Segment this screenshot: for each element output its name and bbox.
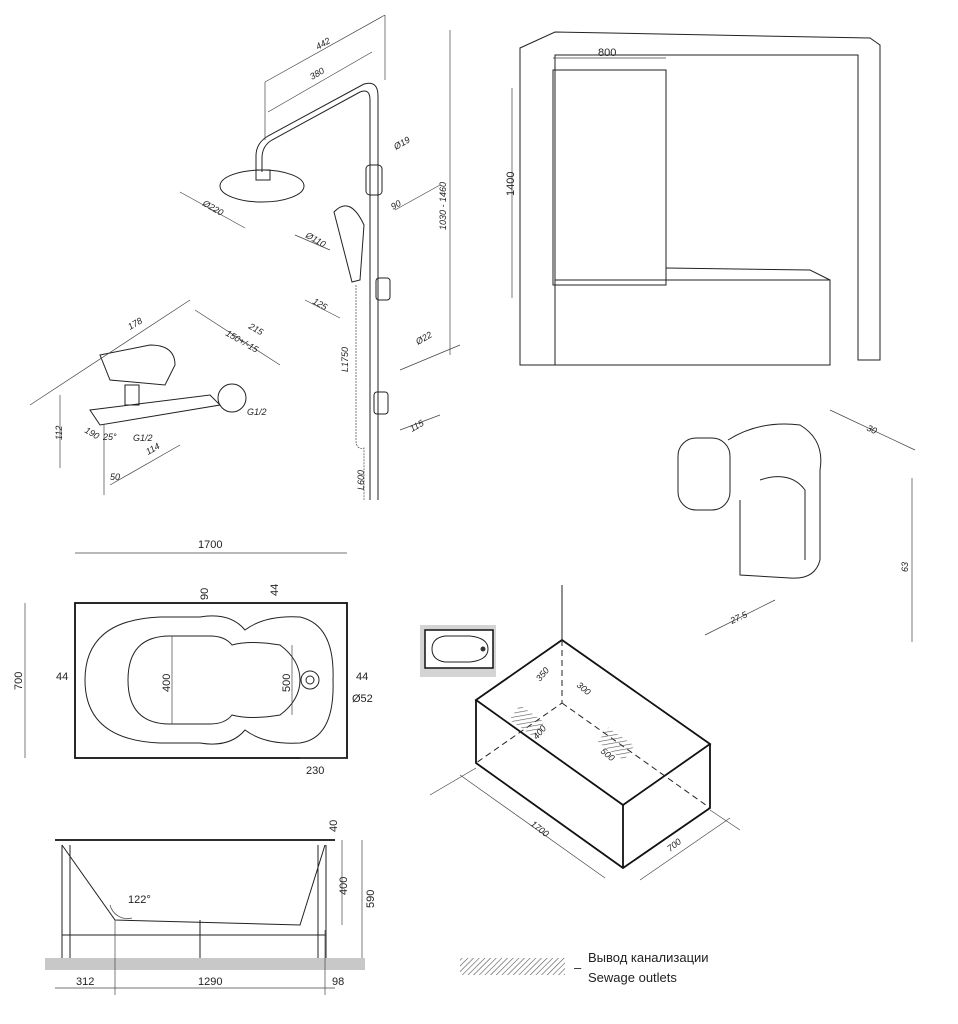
installation-iso-view: 350 300 400 500 1700 700	[420, 585, 741, 881]
dim-side-98: 98	[332, 976, 344, 988]
legend-label-en: Sewage outlets	[588, 970, 677, 985]
dim-380: 380	[308, 66, 326, 82]
dim-side-312: 312	[76, 976, 94, 988]
dim-side-1290: 1290	[198, 976, 222, 988]
dim-angle: 25°	[102, 432, 117, 442]
dim-90: 90	[389, 198, 403, 212]
dim-headrest-offset: 27.5	[728, 609, 750, 626]
dim-headrest-height: 63	[900, 562, 910, 572]
dim-height: 1030 - 1460	[438, 182, 448, 230]
bathtub-top-view: 1700 700 90 44 44 400 500 Ø52 44 230	[13, 539, 373, 777]
headrest-drawing: 30 63 27.5	[677, 409, 916, 642]
dim-115: 115	[408, 417, 426, 433]
dim-top-width: 700	[13, 672, 25, 690]
dim-d110: Ø110	[303, 230, 327, 250]
dim-top-90: 90	[199, 588, 211, 600]
dim-l600: L600	[356, 470, 366, 490]
dim-50: 50	[110, 472, 120, 482]
dim-400: 400	[161, 674, 173, 692]
dim-442: 442	[314, 36, 332, 52]
shower-set-drawing: 442 380 Ø19 Ø220 90 Ø110 125 Ø22 L1750 1…	[179, 14, 461, 500]
dim-iso-300: 300	[575, 680, 593, 697]
dim-d22: Ø22	[413, 330, 434, 348]
dim-178: 178	[126, 316, 144, 332]
dim-d220: Ø220	[200, 198, 225, 218]
dim-screen-width: 800	[598, 47, 616, 59]
dim-g2: G1/2	[247, 407, 267, 417]
dim-iso-length: 1700	[529, 819, 551, 839]
dim-g1: G1/2	[133, 433, 153, 443]
legend-label-ru: Вывод канализации	[588, 950, 709, 965]
dim-left-44: 44	[56, 671, 68, 683]
dim-125: 125	[311, 296, 330, 313]
dim-112: 112	[54, 426, 64, 440]
legend: – Вывод канализации Sewage outlets	[460, 950, 709, 985]
dim-230: 230	[306, 765, 324, 777]
dim-top-44: 44	[269, 584, 281, 596]
dim-side-400: 400	[338, 877, 350, 895]
dim-screen-height: 1400	[505, 172, 517, 196]
bath-with-screen-drawing: 800 1400	[505, 31, 881, 366]
dim-iso-width: 700	[665, 836, 683, 853]
bathtub-side-view: 40 400 590 122° 312 1290 98	[45, 820, 377, 995]
legend-dash: –	[574, 960, 582, 975]
dim-190: 190	[83, 425, 101, 441]
dim-l1750: L1750	[340, 347, 350, 372]
dim-drain: Ø52	[352, 693, 373, 705]
dim-215: 215	[246, 321, 266, 338]
dim-headrest-depth: 30	[865, 423, 878, 436]
dim-d19: Ø19	[391, 135, 412, 153]
dim-side-40: 40	[328, 820, 340, 832]
mixer-drawing: 178 215 150+/-15 112 190 25° G1/2 G1/2 1…	[29, 299, 281, 495]
dim-side-590: 590	[365, 890, 377, 908]
dim-500: 500	[281, 674, 293, 692]
dim-top-length: 1700	[198, 539, 222, 551]
dim-iso-350: 350	[534, 665, 551, 683]
hatch-swatch	[460, 958, 565, 975]
dim-side-angle: 122°	[128, 894, 151, 906]
dim-right-44: 44	[356, 671, 368, 683]
dim-114: 114	[144, 441, 161, 457]
